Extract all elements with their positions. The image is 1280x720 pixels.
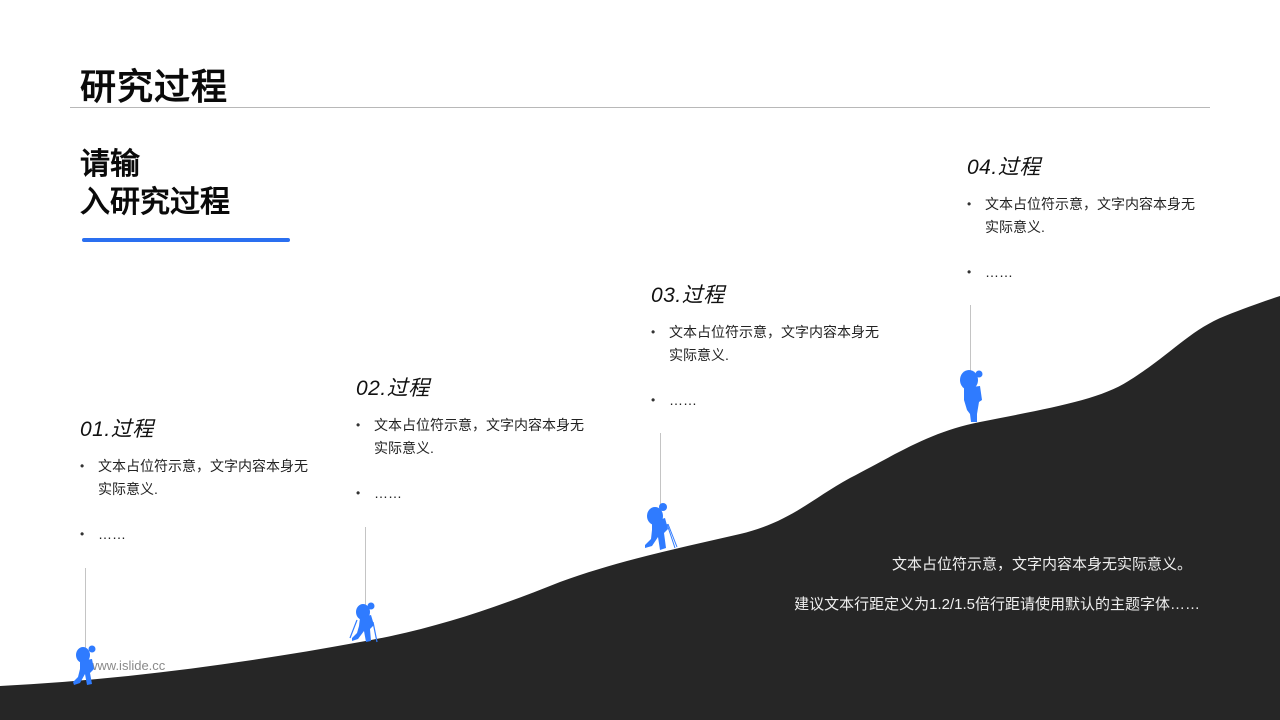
step-4: 04.过程 文本占位符示意，文字内容本身无实际意义. …… — [967, 151, 1197, 284]
hiker-with-poles-icon — [349, 602, 378, 643]
step-title: 04.过程 — [967, 156, 1041, 179]
section-heading-line1: 请输 — [80, 148, 140, 181]
section-heading: 请输 入研究过程 — [80, 146, 230, 222]
step-bullet: 文本占位符示意，文字内容本身无实际意义. — [80, 455, 310, 501]
title-divider — [70, 107, 1210, 108]
step-bullet: …… — [967, 261, 1197, 284]
marker-pole-4 — [970, 305, 971, 373]
step-title: 03.过程 — [651, 284, 725, 307]
note-line-2: 建议文本行距定义为1.2/1.5倍行距请使用默认的主题字体…… — [794, 596, 1200, 613]
accent-bar — [82, 238, 290, 242]
step-bullet: …… — [80, 523, 310, 546]
slide-title: 研究过程 — [80, 66, 229, 107]
marker-pole-3 — [660, 433, 661, 505]
marker-pole-2 — [365, 527, 366, 607]
step-3: 03.过程 文本占位符示意，文字内容本身无实际意义. …… — [651, 279, 881, 412]
hiker-icon — [73, 645, 96, 685]
note-line-1: 文本占位符示意，文字内容本身无实际意义。 — [891, 556, 1192, 573]
step-bullet: 文本占位符示意，文字内容本身无实际意义. — [356, 414, 586, 460]
section-heading-line2: 入研究过程 — [80, 186, 230, 219]
step-title: 01.过程 — [80, 418, 154, 441]
watermark: www.islide.cc — [88, 658, 166, 673]
step-bullet: …… — [651, 389, 881, 412]
step-bullet: 文本占位符示意，文字内容本身无实际意义. — [967, 193, 1197, 239]
step-bullet: …… — [356, 482, 586, 505]
step-bullet: 文本占位符示意，文字内容本身无实际意义. — [651, 321, 881, 367]
mountain-shape — [0, 296, 1280, 720]
step-2: 02.过程 文本占位符示意，文字内容本身无实际意义. …… — [356, 372, 586, 505]
hiker-with-poles-icon — [645, 503, 678, 550]
step-title: 02.过程 — [356, 377, 430, 400]
step-1: 01.过程 文本占位符示意，文字内容本身无实际意义. …… — [80, 413, 310, 546]
hiker-icon — [960, 370, 983, 422]
marker-pole-1 — [85, 568, 86, 648]
